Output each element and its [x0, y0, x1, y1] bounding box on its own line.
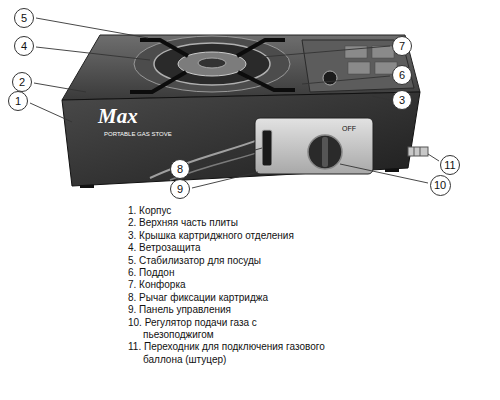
callout-circle: 5 [14, 8, 34, 28]
callout-number: 8 [177, 164, 183, 175]
callout-circle: 7 [392, 36, 412, 56]
callout-circle: 8 [170, 159, 190, 179]
part-name: 7. Конфорка [128, 279, 328, 291]
callout-number: 7 [399, 41, 405, 52]
stove-front [62, 92, 420, 186]
callout-circle: 1 [8, 91, 28, 111]
lid-panel [345, 46, 397, 74]
callout-circle: 2 [12, 72, 32, 92]
part-name: 8. Рычаг фиксации картриджа [128, 292, 328, 304]
part-name: 3. Крышка картриджного отделения [128, 230, 328, 242]
callout-number: 11 [444, 160, 455, 171]
knob-mark: OFF [342, 125, 356, 132]
callout-circle: 9 [170, 179, 190, 199]
callout-circle: 11 [440, 155, 460, 175]
part-name: 1. Корпус [128, 205, 328, 217]
callout-number: 2 [19, 77, 25, 88]
part-name: 2. Верхняя часть плиты [128, 217, 328, 229]
callout-number: 1 [15, 96, 21, 107]
part-name: 4. Ветрозащита [128, 242, 328, 254]
callout-circle: 10 [430, 175, 451, 196]
knob-grip [322, 137, 328, 167]
leader-line [30, 18, 439, 188]
brand-logo: Max [98, 104, 138, 129]
control-panel [255, 118, 373, 174]
part-name: 5. Стабилизатор для посуды [128, 255, 328, 267]
lid-hole [323, 71, 337, 85]
callout-circle: 4 [14, 36, 34, 56]
callout-number: 5 [21, 13, 27, 24]
callout-number: 9 [177, 184, 183, 195]
pan-support [130, 40, 295, 92]
drip-tray [134, 36, 290, 92]
gas-nozzle [408, 147, 428, 156]
burner-cap [198, 58, 226, 68]
parts-list: 1. Корпус2. Верхняя часть плиты3. Крышка… [128, 205, 328, 366]
callout-number: 10 [434, 180, 446, 191]
gas-knob [308, 135, 342, 169]
callout-circle: 3 [392, 90, 412, 110]
stove-top [62, 35, 420, 100]
part-name: 6. Поддон [128, 267, 328, 279]
callout-number: 4 [21, 41, 27, 52]
nozzle-rib [414, 147, 415, 156]
cartridge-lever [262, 130, 272, 166]
callout-number: 3 [399, 95, 405, 106]
product-name: PORTABLE GAS STOVE [104, 131, 172, 137]
part-name: 9. Панель управления [128, 304, 328, 316]
nozzle-rib [420, 147, 421, 156]
part-name: 10. Регулятор подачи газа с пьезоподжиго… [128, 317, 328, 342]
part-name: 11. Переходник для подключения газового … [128, 341, 328, 366]
callout-circle: 6 [392, 65, 412, 85]
callout-number: 6 [399, 70, 405, 81]
